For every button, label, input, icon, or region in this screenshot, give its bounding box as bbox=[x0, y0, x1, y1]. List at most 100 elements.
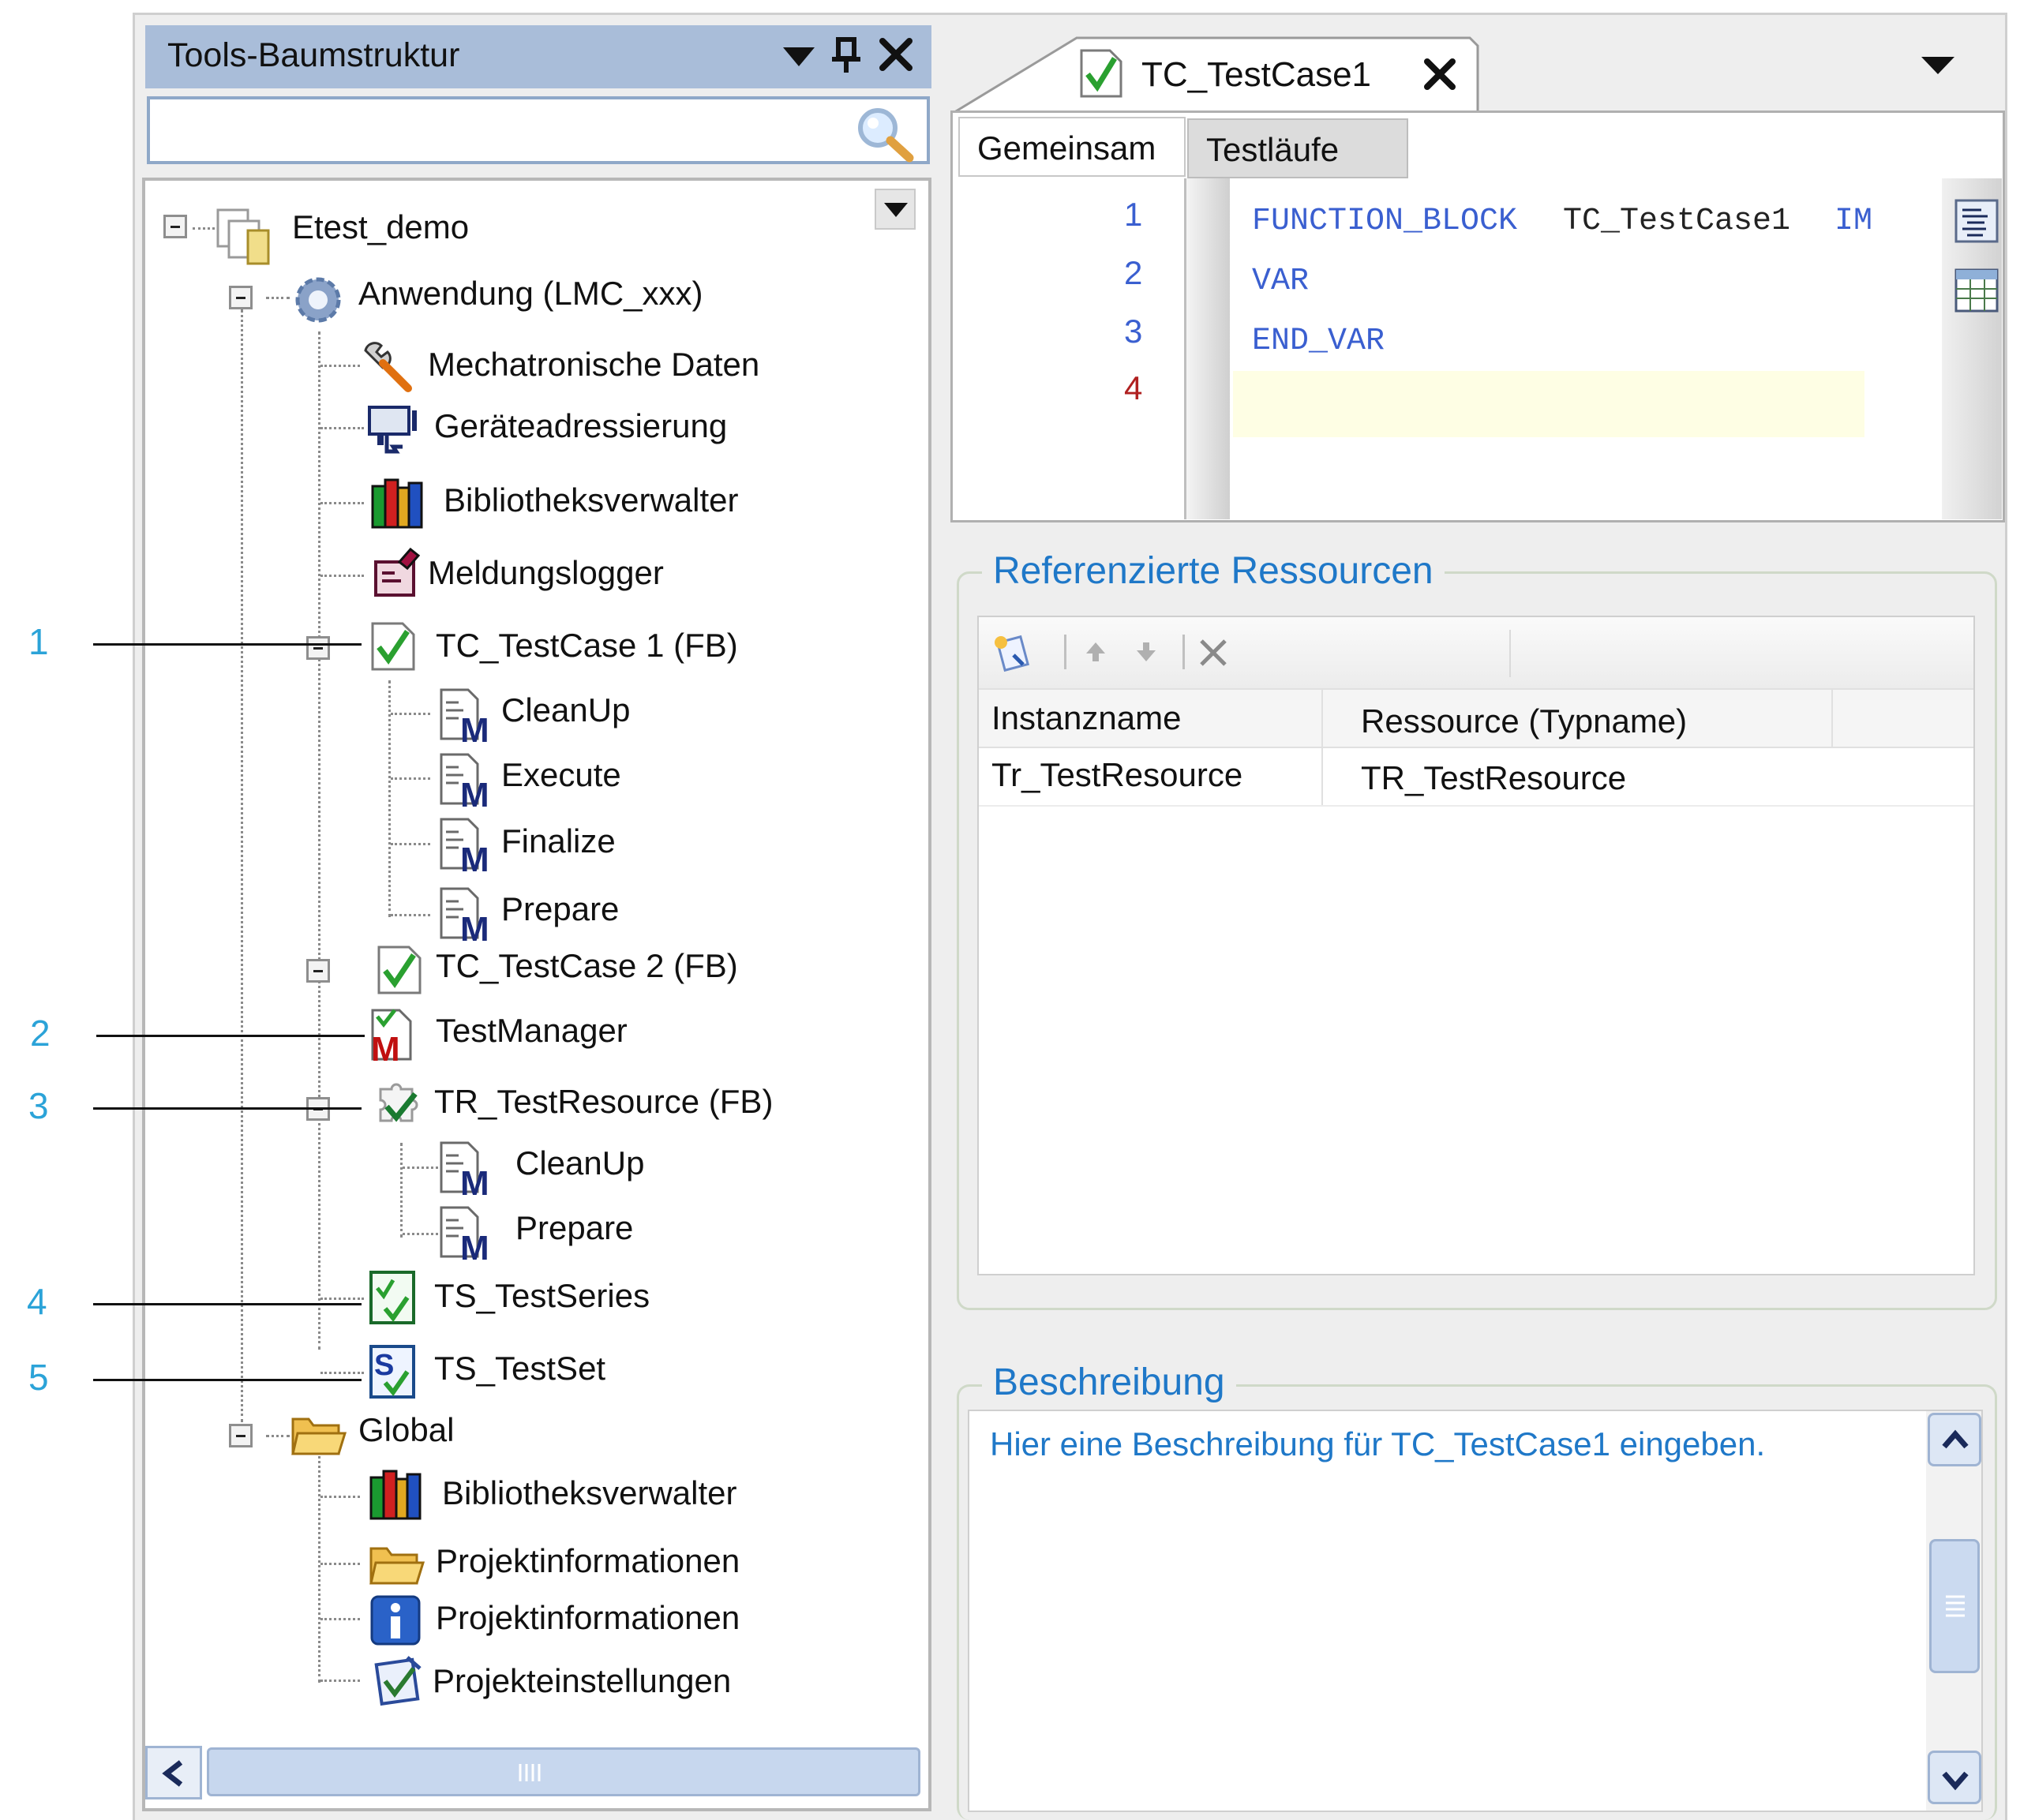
move-down-icon[interactable] bbox=[1132, 638, 1160, 666]
tree-guide-line bbox=[403, 1167, 438, 1169]
cell-instanzname[interactable]: Tr_TestResource bbox=[991, 756, 1243, 793]
tree-view bbox=[142, 178, 931, 1811]
dropdown-arrow-icon[interactable] bbox=[781, 43, 816, 69]
column-header-ressource[interactable]: Ressource (Typname) bbox=[1361, 702, 1688, 740]
code-keyword[interactable]: IM bbox=[1834, 204, 1873, 239]
tree-item-label: Projekteinstellungen bbox=[433, 1662, 732, 1699]
close-icon[interactable] bbox=[1422, 57, 1457, 92]
tree-guide-line bbox=[391, 713, 430, 715]
tree-expander[interactable] bbox=[163, 215, 187, 238]
editor-gutter bbox=[1184, 178, 1230, 519]
subtab-label: Testläufe bbox=[1206, 131, 1340, 168]
code-keyword[interactable]: FUNCTION_BLOCK bbox=[1252, 204, 1518, 239]
line-number: 3 bbox=[1124, 313, 1143, 350]
chevron-left-icon bbox=[162, 1760, 183, 1787]
testcase-check-icon bbox=[377, 946, 422, 994]
table-row[interactable] bbox=[979, 748, 1973, 807]
message-logger-icon bbox=[374, 547, 421, 597]
tree-item-label: CleanUp bbox=[501, 691, 631, 728]
code-keyword[interactable]: END_VAR bbox=[1252, 324, 1385, 359]
move-up-icon[interactable] bbox=[1081, 638, 1110, 666]
svg-text:M: M bbox=[460, 711, 489, 743]
tree-guide-line bbox=[320, 1372, 364, 1374]
tree-guide-line bbox=[320, 1563, 360, 1565]
current-line-highlight bbox=[1233, 371, 1864, 437]
tree-item-label: TC_TestCase 2 (FB) bbox=[436, 947, 738, 984]
pin-icon[interactable] bbox=[830, 36, 862, 74]
svg-text:M: M bbox=[460, 776, 489, 808]
line-number: 1 bbox=[1124, 196, 1143, 233]
tree-guide-line bbox=[320, 1496, 360, 1498]
callout-line bbox=[93, 1303, 362, 1305]
tree-guide-line bbox=[320, 1298, 364, 1300]
text-view-icon[interactable] bbox=[1953, 197, 2000, 245]
horizontal-scrollbar-thumb[interactable] bbox=[207, 1747, 920, 1796]
testcase-check-icon bbox=[371, 622, 415, 671]
tree-item-label: Mechatronische Daten bbox=[428, 346, 760, 383]
subtab-testlaeufe[interactable]: Testläufe bbox=[1187, 118, 1408, 178]
callout-number: 1 bbox=[28, 621, 49, 662]
svg-text:M: M bbox=[460, 1164, 489, 1196]
subtab-gemeinsam[interactable]: Gemeinsam bbox=[958, 117, 1186, 177]
tree-expander[interactable] bbox=[229, 286, 253, 309]
chevron-down-icon bbox=[1942, 1771, 1969, 1791]
callout-line bbox=[93, 1379, 362, 1381]
tree-expander[interactable] bbox=[306, 636, 330, 660]
column-header-instanzname[interactable]: Instanzname bbox=[991, 699, 1182, 736]
svg-text:M: M bbox=[371, 1030, 400, 1064]
search-input[interactable] bbox=[155, 104, 853, 156]
tree-panel-title: Tools-Baumstruktur bbox=[167, 36, 460, 74]
scroll-up-button[interactable] bbox=[1928, 1413, 1981, 1466]
column-divider bbox=[1321, 688, 1323, 807]
method-icon: M bbox=[440, 688, 489, 743]
callout-number: 3 bbox=[28, 1085, 49, 1126]
svg-text:M: M bbox=[460, 841, 489, 873]
tree-item-label: Global bbox=[358, 1411, 455, 1448]
tree-guide-line bbox=[391, 914, 430, 916]
delete-icon[interactable] bbox=[1195, 635, 1231, 671]
scroll-down-button[interactable] bbox=[1928, 1751, 1981, 1804]
code-identifier[interactable]: TC_TestCase1 bbox=[1563, 204, 1791, 239]
callout-line bbox=[96, 1035, 365, 1037]
tree-guide-line bbox=[400, 1143, 403, 1238]
editor-tab[interactable]: TC_TestCase1 bbox=[1074, 44, 1468, 107]
method-icon: M bbox=[440, 818, 489, 873]
tree-guide-line bbox=[320, 575, 364, 577]
tree-item-label: Prepare bbox=[515, 1209, 634, 1246]
editor-tab-label: TC_TestCase1 bbox=[1141, 55, 1372, 94]
tree-guide-line bbox=[320, 502, 364, 504]
tab-list-dropdown-icon[interactable] bbox=[1920, 54, 1956, 76]
tree-item-label: Execute bbox=[501, 756, 621, 793]
add-resource-icon[interactable] bbox=[990, 631, 1034, 676]
description-textarea[interactable]: Hier eine Beschreibung für TC_TestCase1 … bbox=[968, 1410, 1983, 1812]
project-icon bbox=[216, 208, 270, 265]
grip-icon bbox=[1946, 1595, 1965, 1617]
search-box[interactable] bbox=[147, 96, 930, 164]
tree-guide-line bbox=[266, 297, 290, 299]
tree-guide-line bbox=[320, 1618, 360, 1620]
tree-dropdown-button[interactable] bbox=[875, 189, 916, 230]
tree-panel-titlebar: Tools-Baumstruktur bbox=[145, 25, 931, 88]
column-divider bbox=[1831, 688, 1833, 748]
tree-guide-line bbox=[388, 680, 391, 917]
folder-icon bbox=[291, 1417, 347, 1455]
close-icon[interactable] bbox=[878, 36, 914, 73]
method-icon: M bbox=[440, 1206, 489, 1261]
tree-expander[interactable] bbox=[306, 959, 330, 983]
tree-item-label: Prepare bbox=[501, 890, 620, 927]
tree-item-label: TS_TestSet bbox=[434, 1350, 606, 1387]
vertical-scrollbar-thumb[interactable] bbox=[1929, 1539, 1980, 1673]
cell-ressource[interactable]: TR_TestResource bbox=[1361, 759, 1627, 796]
search-icon[interactable] bbox=[851, 103, 917, 163]
tree-guide-line bbox=[320, 1680, 360, 1682]
tree-guide-line bbox=[403, 1233, 438, 1235]
code-keyword[interactable]: VAR bbox=[1252, 264, 1310, 299]
test-set-icon: S bbox=[369, 1345, 415, 1399]
scroll-left-button[interactable] bbox=[145, 1746, 202, 1799]
table-view-icon[interactable] bbox=[1953, 267, 2000, 314]
line-number: 4 bbox=[1124, 369, 1143, 406]
resources-toolbar bbox=[979, 617, 1973, 688]
tree-expander[interactable] bbox=[229, 1424, 253, 1447]
resources-title: Referenzierte Ressourcen bbox=[982, 549, 1445, 593]
tree-item-label: Projektinformationen bbox=[436, 1542, 740, 1579]
